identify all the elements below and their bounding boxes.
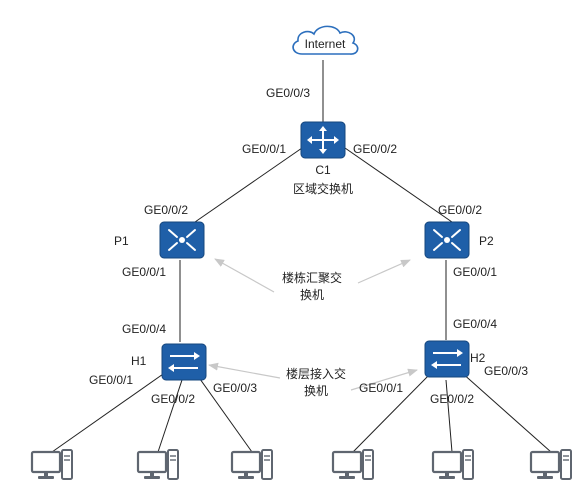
h1-port3-label: GE0/0/3 [213, 381, 257, 395]
access-switch-h1 [161, 343, 207, 381]
access-caption-line1: 楼层接入交 [286, 366, 346, 381]
pc-icon [30, 449, 73, 480]
l2-switch-icon [424, 340, 470, 378]
c1-port-right-label: GE0/0/2 [353, 142, 397, 156]
link-h1-pc1 [51, 371, 167, 453]
internet-label: Internet [305, 37, 346, 51]
arrow-to-p1 [214, 258, 275, 293]
h1-name: H1 [131, 354, 147, 368]
port-labels: GE0/0/3 GE0/0/1 GE0/0/2 GE0/0/2 GE0/0/2 … [89, 86, 528, 406]
arrow-to-p2 [357, 259, 411, 284]
h1-port1-label: GE0/0/1 [89, 373, 133, 387]
link-c1-p1 [194, 147, 303, 223]
pc-icon [529, 449, 572, 480]
h2-name: H2 [470, 351, 486, 365]
device-labels: C1 区域交换机 P1 P2 楼栋汇聚交 换机 H1 H2 楼层接入交 换机 [114, 163, 494, 398]
internet-cloud: Internet [292, 25, 359, 55]
link-h1-pc2 [157, 379, 183, 453]
p2-port-up-label: GE0/0/2 [438, 203, 482, 217]
link-h2-pc4 [352, 371, 433, 453]
link-h2-pc6 [460, 371, 552, 453]
links [51, 60, 552, 453]
arrow-to-h2 [350, 368, 418, 391]
access-caption-line2: 换机 [304, 384, 328, 398]
p1-name: P1 [114, 234, 129, 248]
p2-name: P2 [479, 234, 494, 248]
aggregation-caption-line1: 楼栋汇聚交 [282, 270, 342, 285]
pc-icon [230, 449, 273, 480]
h2-port1-label: GE0/0/1 [359, 381, 403, 395]
aggregation-switch-p1 [159, 221, 205, 259]
h2-port2-label: GE0/0/2 [430, 392, 474, 406]
aggregation-caption-line2: 换机 [300, 288, 324, 302]
cloud-icon [292, 25, 359, 55]
h2-port3-label: GE0/0/3 [484, 364, 528, 378]
link-h2-pc5 [445, 379, 453, 453]
pc-icon [136, 449, 179, 480]
router-glyph [307, 126, 339, 154]
annotation-arrows [208, 258, 418, 391]
h1-port-up-label: GE0/0/4 [122, 322, 166, 336]
c1-name: C1 [315, 163, 331, 177]
pc-icon [431, 449, 474, 480]
link-c1-p2 [344, 147, 453, 223]
p2-port-down-label: GE0/0/1 [453, 265, 497, 279]
l2-switch-icon [161, 343, 207, 381]
aggregation-switch-p2 [424, 221, 470, 259]
c1-port-left-label: GE0/0/1 [242, 142, 286, 156]
h2-port-up-label: GE0/0/4 [453, 317, 497, 331]
c1-port-up-label: GE0/0/3 [266, 86, 310, 100]
p1-port-up-label: GE0/0/2 [144, 203, 188, 217]
core-router-c1 [300, 121, 346, 159]
p1-port-down-label: GE0/0/1 [122, 265, 166, 279]
h1-port2-label: GE0/0/2 [151, 392, 195, 406]
link-h1-pc3 [194, 371, 253, 453]
access-switch-h2 [424, 340, 470, 378]
c1-caption: 区域交换机 [293, 181, 353, 196]
pc-hosts [30, 449, 572, 480]
pc-icon [331, 449, 374, 480]
arrow-to-h1 [208, 362, 281, 379]
